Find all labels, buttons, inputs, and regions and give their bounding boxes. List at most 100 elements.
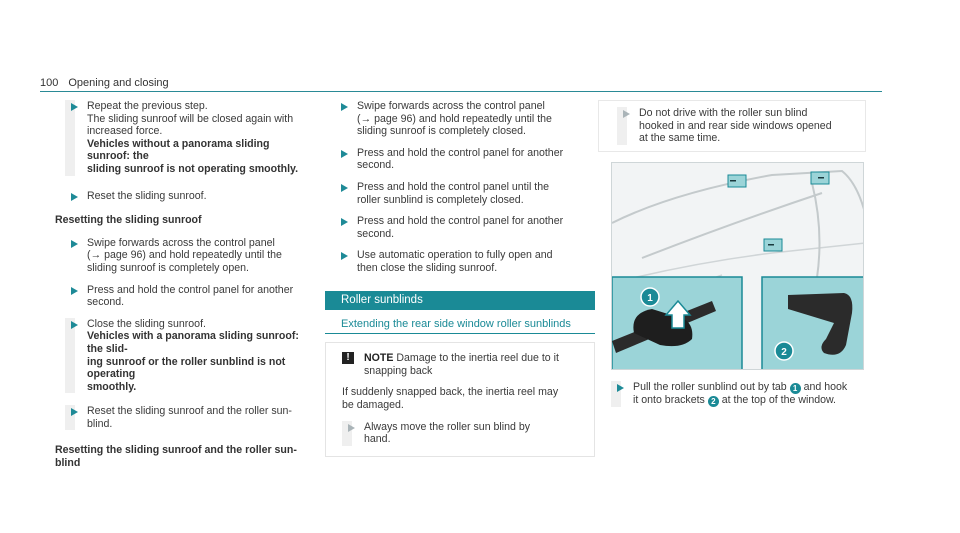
- note-text: be damaged.: [342, 398, 404, 411]
- warning-step: Do not drive with the roller sun blind h…: [611, 107, 857, 145]
- step-press-hold: Press and hold the control panel for ano…: [325, 147, 595, 172]
- step-text: blind.: [87, 417, 113, 430]
- step-text: Swipe forwards across the control panel: [357, 100, 545, 112]
- caption-text: at the top of the window.: [721, 394, 837, 406]
- step-text: Use automatic operation to fully open an…: [357, 249, 553, 262]
- heading: Vehicles without a panorama sliding sunr…: [87, 137, 270, 163]
- step-text: Reset the sliding sunroof and the roller…: [87, 405, 292, 418]
- subsection-title: Extending the rear side window roller su…: [325, 318, 595, 335]
- step-text: second.: [87, 296, 125, 309]
- arrow-icon: [71, 192, 78, 201]
- bracket-hook: [788, 293, 853, 355]
- callout-badge: 1: [789, 383, 801, 394]
- step-text: Close the sliding sunroof.: [87, 317, 206, 330]
- step-text: Press and hold the control panel until t…: [357, 180, 549, 193]
- caption-text: Pull the roller sunblind out by tab: [633, 381, 787, 393]
- heading: Resetting the sliding sunroof: [55, 214, 202, 227]
- step-text: Always move the roller sun blind by: [364, 420, 531, 433]
- caption-text: and hook: [803, 381, 848, 393]
- arrow-icon: [71, 320, 78, 329]
- callout-2: [774, 341, 794, 361]
- callout-1-label: 1: [647, 293, 653, 304]
- step-bar: [611, 381, 621, 407]
- window-line: [641, 192, 823, 259]
- heading: Vehicles with a panorama sliding sunroof…: [87, 330, 299, 355]
- warning-box: Do not drive with the roller sun blind h…: [598, 100, 866, 152]
- step-text: Swipe forwards across the control panel: [87, 236, 275, 249]
- tab-slot: [768, 244, 774, 246]
- step-text: (→ page 96) and hold repeatedly until th…: [357, 112, 552, 125]
- step-swipe-close: Swipe forwards across the control panel …: [325, 100, 595, 138]
- heading: ing sunroof or the roller sunblind is no…: [87, 355, 286, 381]
- header-rule: [40, 91, 882, 92]
- heading: blind: [55, 457, 81, 470]
- arrow-icon: [341, 149, 348, 158]
- heading: Resetting the sliding sunroof and the ro…: [55, 444, 297, 457]
- step-repeat: Repeat the previous step. The sliding su…: [55, 100, 310, 176]
- caption-step: Pull the roller sunblind out by tab 1 an…: [611, 381, 866, 407]
- page-number: 100: [40, 77, 59, 89]
- caption-text: it onto brackets: [633, 394, 705, 406]
- note-body: If suddenly snapped back, the inertia re…: [342, 386, 584, 411]
- note-text: If suddenly snapped back, the inertia re…: [342, 386, 559, 399]
- step-text: The sliding sunroof will be closed again…: [87, 112, 294, 125]
- column-middle: Swipe forwards across the control panel …: [325, 100, 595, 457]
- arrow-icon: [348, 423, 355, 432]
- section-band: Roller sunblinds: [325, 290, 595, 310]
- step-bar: [617, 107, 627, 145]
- step-text: Press and hold the control panel for ano…: [357, 215, 564, 228]
- step-swipe-open: Swipe forwards across the control panel …: [55, 237, 310, 275]
- arrow-icon: [71, 408, 78, 417]
- arrow-icon: [617, 384, 624, 392]
- exclamation-icon: !: [342, 352, 354, 365]
- page-header: 100 Opening and closing: [40, 77, 169, 90]
- bracket-slot: [730, 180, 736, 182]
- step-text: sliding sunroof is completely open.: [87, 261, 249, 274]
- step-text: (→ page 96) and hold repeatedly until th…: [87, 249, 282, 262]
- step-text: at the same time.: [639, 132, 721, 145]
- arrow-icon: [341, 218, 348, 227]
- arrow-icon: [71, 286, 78, 295]
- step-reset-both: Reset the sliding sunroof and the roller…: [55, 405, 310, 431]
- step-press-hold: Press and hold the control panel for ano…: [55, 284, 310, 309]
- step-close: Close the sliding sunroof. Vehicles with…: [55, 317, 310, 394]
- arrow-up-icon: [664, 299, 692, 329]
- step-text: Press and hold the control panel for ano…: [87, 283, 294, 296]
- heading: smoothly.: [87, 380, 137, 393]
- step-text: Press and hold the control panel for ano…: [357, 146, 564, 159]
- roof-line: [612, 169, 863, 224]
- section-title: Opening and closing: [68, 77, 169, 89]
- note-step: Always move the roller sun blind by hand…: [342, 420, 584, 446]
- step-text: roller sunblind is completely closed.: [357, 193, 524, 206]
- step-text: second.: [357, 227, 395, 240]
- column-right: Do not drive with the roller sun blind h…: [598, 100, 866, 152]
- sunblind-illustration-svg: 1 2: [612, 163, 863, 369]
- step-text: sliding sunroof is completely closed.: [357, 125, 526, 138]
- step-bar: [65, 100, 75, 176]
- sunblind-illustration: 1 2: [611, 162, 864, 370]
- arrow-icon: [341, 103, 348, 111]
- step-bar: [65, 405, 75, 431]
- arrow-icon: [341, 252, 348, 261]
- arrow-icon: [341, 183, 348, 192]
- bracket-slot: [818, 177, 824, 179]
- step-text: hand.: [364, 433, 391, 446]
- heading: sliding sunroof is not operating smoothl…: [87, 162, 299, 175]
- callout-2-label: 2: [781, 347, 787, 358]
- note-label: NOTE: [364, 352, 394, 365]
- step-text: Reset the sliding sunroof.: [87, 189, 207, 202]
- callout-badge: 2: [707, 396, 719, 407]
- step-text: increased force.: [87, 125, 163, 138]
- step-text: hooked in and rear side windows opened: [639, 119, 832, 132]
- step-press-hold-again: Press and hold the control panel for ano…: [325, 215, 595, 240]
- step-press-hold-sunblind: Press and hold the control panel until t…: [325, 181, 595, 206]
- note-title: Damage to the inertia reel due to it: [396, 352, 559, 365]
- column-left: Repeat the previous step. The sliding su…: [55, 100, 310, 470]
- note-header: ! NOTE Damage to the inertia reel due to…: [342, 352, 584, 377]
- step-bar: [65, 317, 75, 394]
- note-box: ! NOTE Damage to the inertia reel due to…: [325, 342, 595, 457]
- step-text: Do not drive with the roller sun blind: [639, 107, 808, 119]
- note-title-cont: snapping back: [364, 364, 433, 377]
- callout-1: [640, 287, 660, 307]
- step-text: second.: [357, 159, 395, 172]
